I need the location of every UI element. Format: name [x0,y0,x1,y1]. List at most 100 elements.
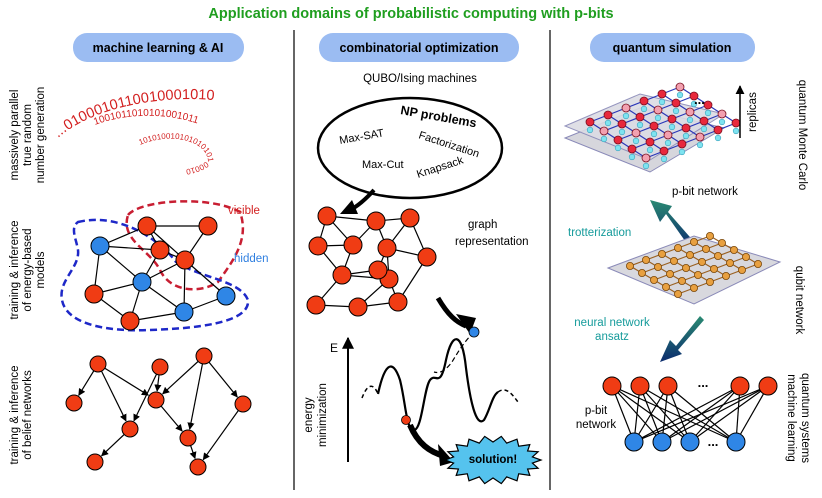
qs-rbm-node [680,432,700,452]
qubit-node [738,265,747,274]
replica-pbit-node [641,153,651,163]
replica-pbit-node [677,139,687,149]
ml-belief-node [151,358,169,376]
replica-pbit-node [713,125,723,135]
replica-pbit-node [645,137,655,147]
co-graph-node [388,292,408,312]
graph-label-2: representation [455,236,529,248]
replica-pbit-node [635,112,645,122]
ml-belief-edge [133,366,161,422]
replica-lower-node [604,119,612,127]
trotterization-arrow [650,200,696,248]
ml-side-ebm-3: models [35,251,47,288]
rbm-label-2: network [576,419,617,431]
ml-side-rng-1: massively parallel [9,90,21,181]
replica-lower-node [642,162,650,170]
replica-lower-node [650,130,658,138]
start-state [468,326,480,338]
qs-rbm-edge [633,385,741,443]
ml-belief-node [89,355,107,373]
replica-pbit-node [621,103,631,113]
replica-lower-node [718,118,726,126]
co-graph-node [348,297,368,317]
replica-pbit-node [603,110,613,120]
co-graph-node [317,206,337,226]
replica-lower-node [628,153,636,161]
replica-pbit-node [689,91,699,101]
co-graph-node [332,265,352,285]
replica-pbit-node [671,98,681,108]
ml-belief-edge [162,355,205,395]
qs-rbm-edge [611,385,737,443]
problem-max-cut: Max-Cut [362,159,404,171]
replica-lower-node [632,137,640,145]
ml-belief-edge [97,363,149,396]
qubit-node [670,256,679,265]
replica-lower-node [732,127,740,135]
qs-rbm-edge [667,385,691,443]
ml-ebm-node [137,216,157,236]
replica-pbit-node [657,89,667,99]
ml-belief-node [234,395,252,413]
problem-graph [306,206,437,317]
landscape-left-dashed [361,385,379,399]
co-graph-node [366,211,386,231]
replica-lower-node [586,126,594,134]
ml-ebm-node [84,284,104,304]
label-visible: visible [228,205,260,217]
nn-ansatz-label-2: ansatz [595,331,629,343]
replica-lower-node [690,100,698,108]
replica-lower-node [676,91,684,99]
ml-side-rng-2: true random [22,104,34,166]
qs-side-ml-2: quantum systems [799,373,811,463]
qubit-node [726,258,735,267]
replica-pbit-node [659,146,669,156]
ml-belief-edge [202,403,244,461]
replica-pbit-node [627,144,637,154]
nn-ansatz-arrow [660,316,704,362]
qubit-node [694,270,703,279]
co-graph-node [400,208,420,228]
qubit-node [706,277,715,286]
ml-side-belief-2: of belief networks [22,370,34,460]
replica-pbit-node [649,121,659,131]
co-graph-node [308,236,328,256]
co-header-pill: combinatorial optimization [319,33,519,62]
ml-header: machine learning & AI [93,41,224,55]
qs-rbm-node [602,376,622,396]
qubit-node [662,282,671,291]
ebm-network [84,216,236,331]
trotterization-label: trotterization [568,227,631,239]
co-graph-node [343,235,363,255]
replica-dots: ... [694,92,705,107]
ml-belief-node [179,429,197,447]
ml-side-rng-3: number generation [35,87,47,184]
replica-lower-node [672,107,680,115]
replica-pbit-node [731,118,741,128]
qubit-node [666,269,675,278]
replica-pbit-node [613,135,623,145]
qs-rbm-edge [633,385,669,443]
replica-pbit-node [685,107,695,117]
replica-pbit-node [703,100,713,110]
rbm-bottom-ellipsis: ... [708,434,719,449]
replica-lower-node [696,141,704,149]
qs-rbm-edge [611,385,635,443]
replica-lower-node [654,114,662,122]
qs-rbm-node [624,432,644,452]
descent-path [433,331,475,374]
qs-rbm-edge [689,385,769,443]
qubit-node [702,244,711,253]
qubit-node [706,231,715,240]
ml-ebm-node [174,302,194,322]
qubit-node [742,252,751,261]
replica-pbit-node [585,117,595,127]
qs-rbm-node [758,376,778,396]
replica-lower-node [678,148,686,156]
co-graph-node [377,238,397,258]
replica-pbit-node [639,96,649,106]
co-graph-node [306,295,326,315]
qubit-node [650,275,659,284]
replica-pbit-node [699,116,709,126]
